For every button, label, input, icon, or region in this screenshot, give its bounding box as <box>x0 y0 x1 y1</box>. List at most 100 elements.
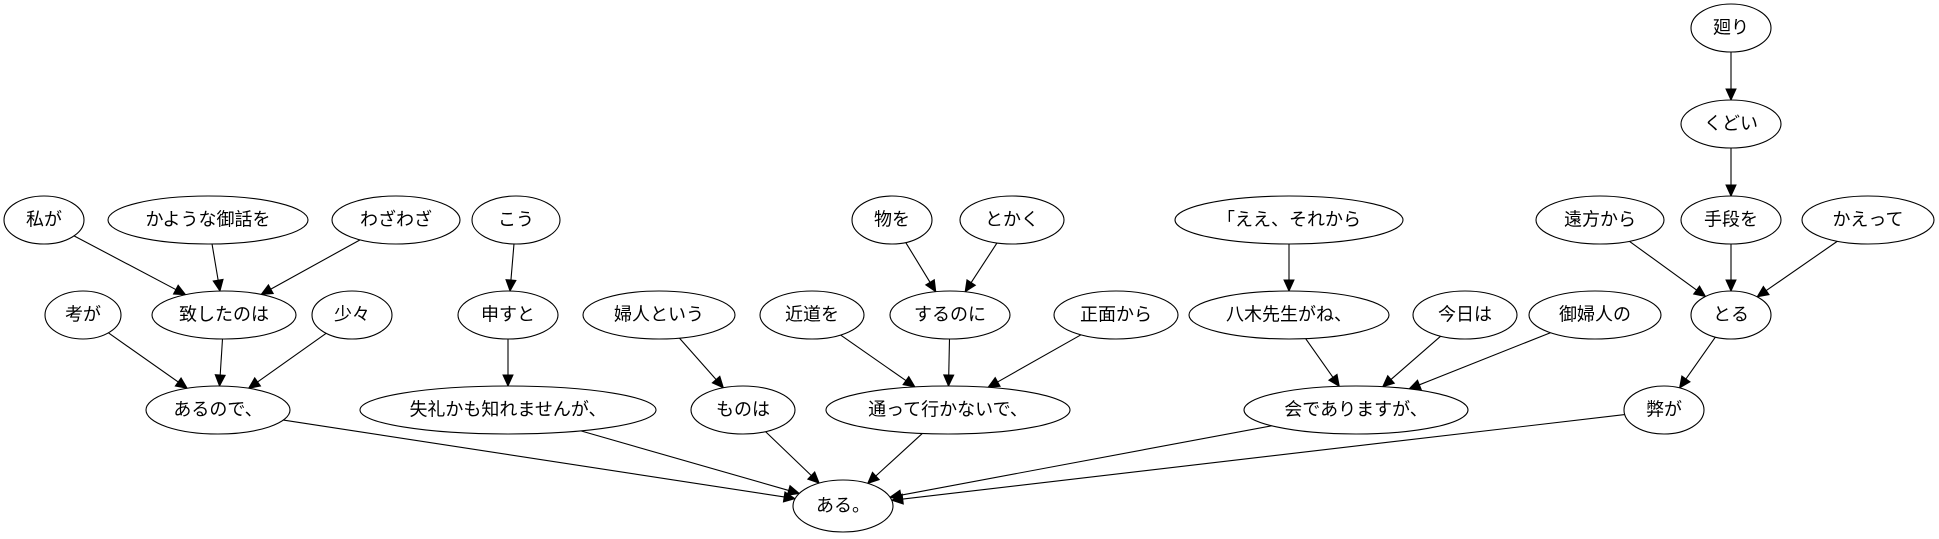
node-label: 遠方から <box>1564 210 1636 231</box>
edge-n_shomen-to-n_tootte <box>987 334 1082 388</box>
node-yagi: 八木先生がね、 <box>1188 290 1390 340</box>
node-ellipse <box>1801 195 1935 245</box>
node-ellipse <box>471 195 561 245</box>
node-ellipse <box>359 385 657 435</box>
edge-n_shitsurei-to-n_aru <box>580 430 801 496</box>
node-label: 私が <box>26 210 62 231</box>
node-ellipse <box>1690 3 1772 53</box>
node-label: あるので、 <box>173 400 262 421</box>
node-ellipse <box>825 385 1071 435</box>
node-kayouna: かような御話を <box>107 195 309 245</box>
node-label: 婦人という <box>614 305 704 326</box>
edge-n_kudoi-to-n_shudan <box>1725 148 1737 198</box>
node-ellipse <box>792 479 894 533</box>
arrowhead <box>806 471 821 484</box>
arrowhead <box>172 284 187 296</box>
edge-line <box>1765 240 1838 292</box>
edge-line <box>970 242 998 283</box>
node-label: 少々 <box>334 305 370 326</box>
arrowhead <box>1283 279 1295 293</box>
node-ellipse <box>889 290 1011 340</box>
node-ellipse <box>1535 195 1665 245</box>
edge-line <box>257 332 327 383</box>
edge-n_monowa-to-n_aru <box>765 431 821 484</box>
arrowhead <box>1725 88 1737 102</box>
node-surunoni: するのに <box>889 290 1011 340</box>
node-label: するのに <box>914 305 986 326</box>
edge-n_fujin-to-n_monowa <box>679 337 725 389</box>
node-ellipse <box>690 385 796 435</box>
node-monowa: ものは <box>690 385 796 435</box>
edge-n_mono-to-n_surunoni <box>905 242 937 293</box>
arrowhead <box>786 484 801 496</box>
edge-line <box>765 431 812 476</box>
arrowhead <box>782 491 797 503</box>
node-label: 通って行かないで、 <box>868 400 1028 421</box>
node-label: 考が <box>65 305 101 326</box>
arrowhead <box>1692 285 1707 298</box>
node-kanga: 考が <box>44 290 122 340</box>
arrowhead <box>260 283 275 296</box>
node-ellipse <box>1174 195 1404 245</box>
node-ellipse <box>145 385 291 435</box>
edge-line <box>1390 335 1442 380</box>
node-label: 致したのは <box>179 305 269 326</box>
node-label: 今日は <box>1438 305 1492 326</box>
edge-n_ee-to-n_yagi <box>1283 244 1295 293</box>
arrowhead <box>711 375 725 389</box>
arrowhead <box>1725 184 1737 198</box>
arrowhead <box>502 374 514 388</box>
edge-line <box>1685 336 1716 380</box>
arrowhead <box>212 278 224 293</box>
edge-n_mousuto-to-n_shitsurei <box>502 339 514 388</box>
edge-line <box>902 414 1625 500</box>
node-ellipse <box>44 290 122 340</box>
node-label: ものは <box>716 400 770 421</box>
edge-line <box>840 334 907 382</box>
edge-n_surunoni-to-n_tootte <box>942 338 955 388</box>
arrowhead <box>247 376 262 389</box>
edge-line <box>219 338 224 376</box>
edge-n_kou-to-n_mousuto <box>505 243 517 293</box>
edge-n_toru-to-n_heiga <box>1678 336 1716 389</box>
node-ellipse <box>3 195 85 245</box>
edge-n_mawari-to-n_kudoi <box>1725 52 1737 102</box>
node-shomen: 正面から <box>1053 290 1179 340</box>
arrowhead <box>174 376 189 390</box>
edge-line <box>510 243 515 281</box>
node-ellipse <box>1690 290 1772 340</box>
node-ellipse <box>1528 290 1662 340</box>
node-label: 申すと <box>481 305 535 326</box>
arrowhead <box>942 374 955 388</box>
arrowhead <box>1678 375 1691 389</box>
node-label: こう <box>498 210 534 231</box>
node-chikamichi: 近道を <box>759 290 865 340</box>
node-label: 近道を <box>785 305 839 326</box>
arrowhead <box>505 279 517 293</box>
edge-n_watashi-to-n_itashita <box>73 235 187 296</box>
node-ellipse <box>1188 290 1390 340</box>
node-ellipse <box>1243 385 1469 435</box>
node-ellipse <box>331 195 461 245</box>
node-enpou: 遠方から <box>1535 195 1665 245</box>
node-fujin: 婦人という <box>582 290 736 340</box>
node-ellipse <box>959 195 1065 245</box>
edge-n_kayouna-to-n_itashita <box>211 243 224 293</box>
edge-line <box>73 235 177 291</box>
arrowhead <box>987 376 1001 388</box>
node-ellipse <box>582 290 736 340</box>
node-label: 失礼かも知れませんが、 <box>409 400 606 421</box>
edge-line <box>1629 240 1697 291</box>
node-ellipse <box>1412 290 1518 340</box>
edge-line <box>270 239 361 290</box>
edge-line <box>900 425 1272 496</box>
edge-n_arunode-to-n_aru <box>283 419 797 503</box>
edge-n_gofujin-to-n_kai <box>1408 332 1551 390</box>
edge-n_kaette-to-n_toru <box>1756 240 1838 298</box>
node-label: わざわざ <box>360 209 432 231</box>
node-label: 正面から <box>1080 305 1152 326</box>
arrowhead <box>924 278 937 293</box>
node-label: かえって <box>1832 210 1903 231</box>
node-label: かような御話を <box>145 210 270 231</box>
